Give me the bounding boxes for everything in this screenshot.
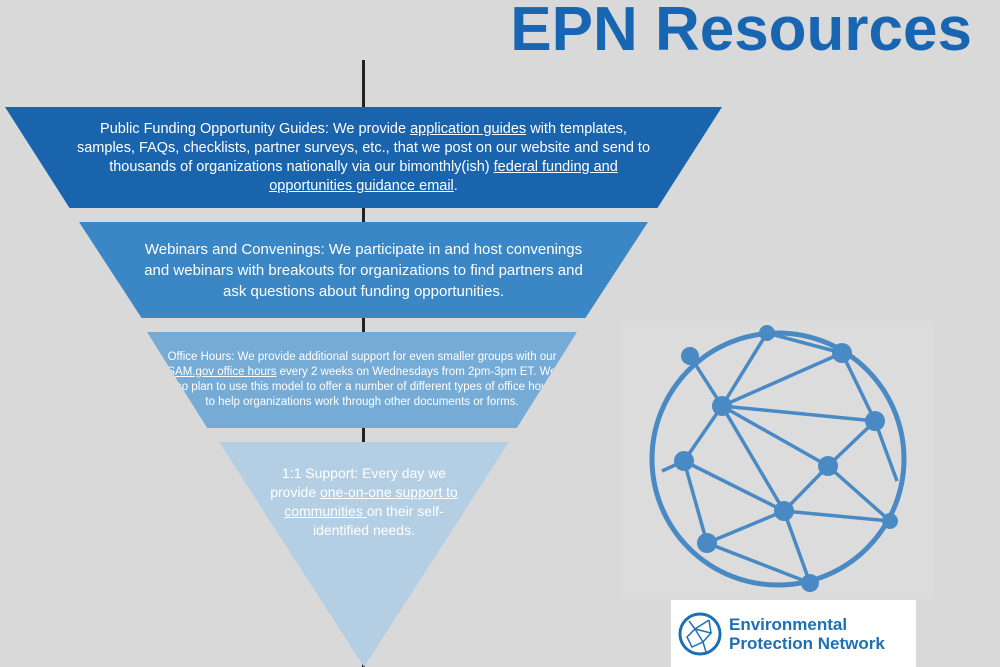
network-globe-image <box>622 321 934 599</box>
tier-text: Office Hours: We provide additional supp… <box>167 351 557 363</box>
funnel-tier-funding-guides: Public Funding Opportunity Guides: We pr… <box>5 107 722 208</box>
tier-text: with templates, samples, FAQs, checklist… <box>76 120 651 175</box>
tier-text: Public Funding Opportunity Guides: We pr… <box>100 120 411 137</box>
tier-text: . <box>453 177 458 194</box>
tier-text: Webinars and Convenings: We participate … <box>144 240 583 300</box>
tier-text: on their self-identified needs. <box>313 503 444 538</box>
application-guides-link[interactable]: application guides <box>410 120 527 137</box>
logo-text-line1: Environmental <box>729 614 848 634</box>
network-globe-icon <box>649 325 907 592</box>
tier-text: every 2 weeks on Wednesdays from 2pm-3pm… <box>167 366 557 408</box>
sam-gov-office-hours-link[interactable]: SAM.gov office hours <box>167 366 277 378</box>
tier-text: 1:1 Support: Every day we provide <box>270 465 447 500</box>
page-title: EPN Resources <box>510 0 972 64</box>
globe-logo-icon <box>678 612 722 655</box>
funnel-tier-one-on-one: 1:1 Support: Every day we provide one-on… <box>219 442 509 667</box>
logo-text-line2: Protection Network <box>729 633 885 653</box>
one-on-one-support-link[interactable]: one-on-one support to communities <box>284 484 458 519</box>
funnel-tier-webinars: Webinars and Convenings: We participate … <box>79 222 648 318</box>
funnel-tier-office-hours: Office Hours: We provide additional supp… <box>147 332 577 428</box>
guidance-email-link[interactable]: federal funding and opportunities guidan… <box>269 158 618 194</box>
